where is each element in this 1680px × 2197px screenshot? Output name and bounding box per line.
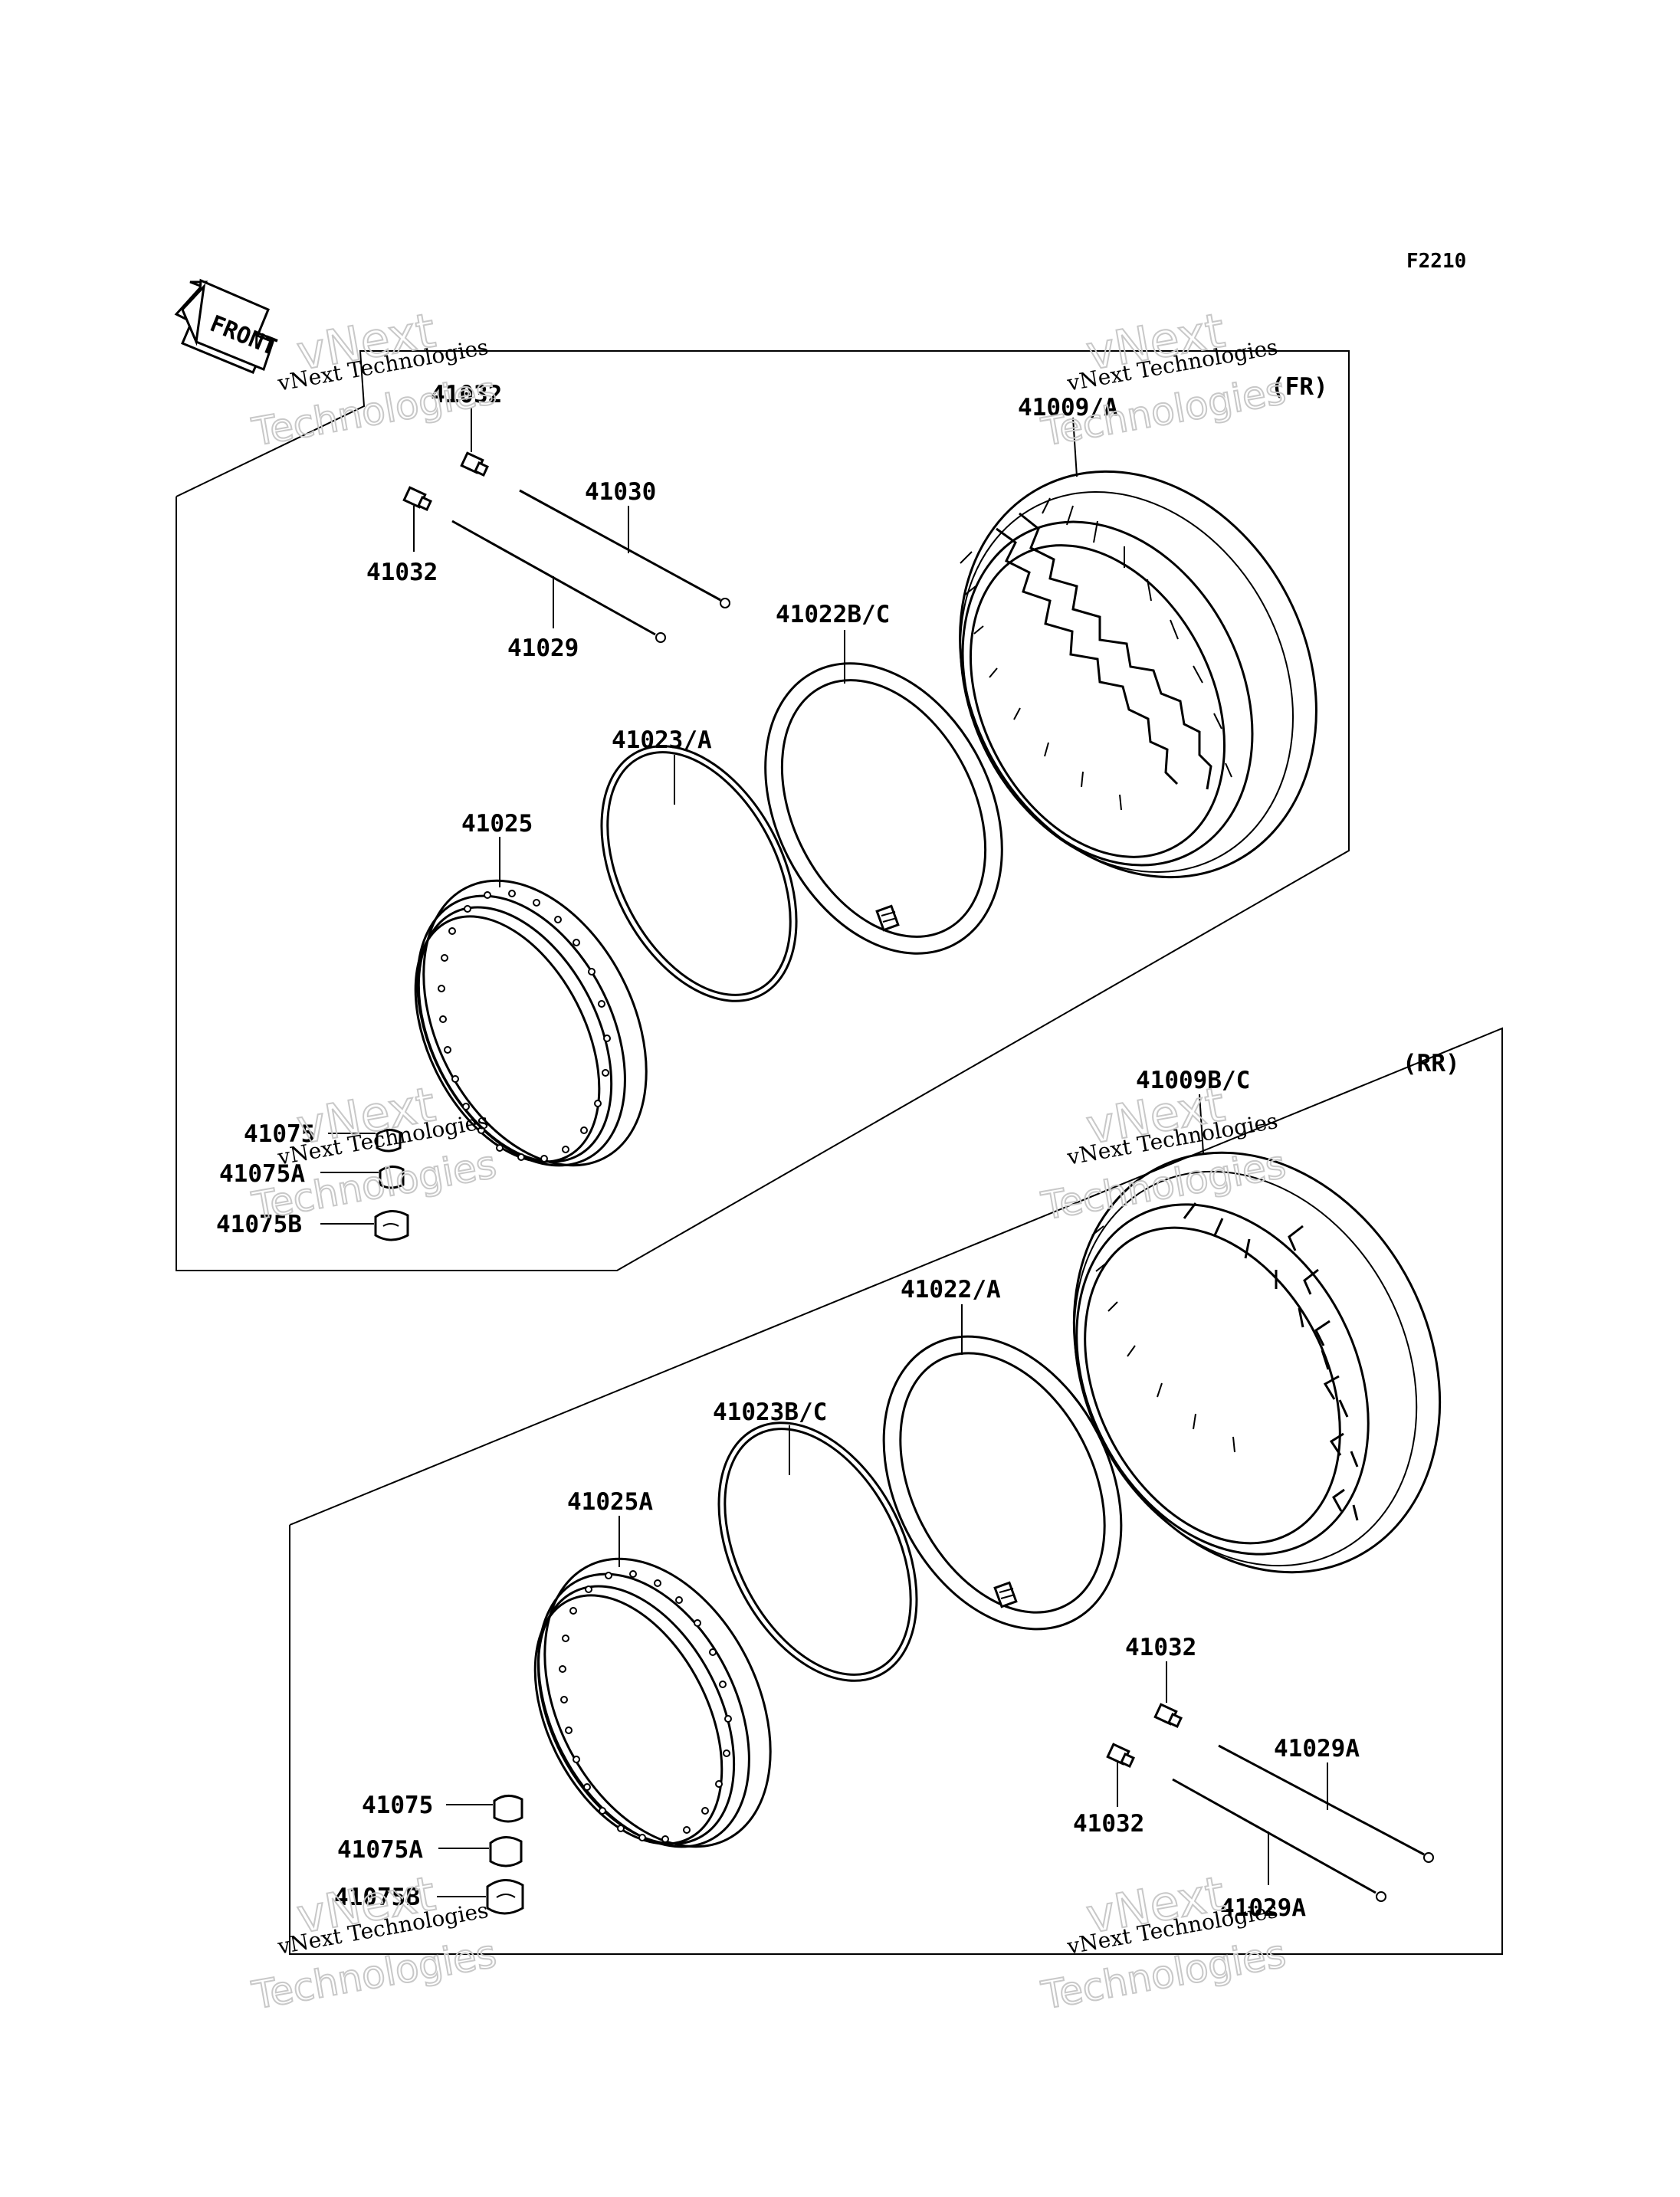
front-rim xyxy=(414,879,648,1167)
rear-nipple-top-icon xyxy=(1153,1703,1183,1728)
front-weight-b-icon xyxy=(374,1210,409,1241)
front-spoke-a-label: 41030 xyxy=(585,478,656,506)
rear-tire-label: 41009B/C xyxy=(1136,1067,1250,1094)
front-nipple-bottom-icon xyxy=(402,486,432,511)
front-rim-band xyxy=(600,745,798,1002)
front-section: (FR) 41009/A 41022B/C xyxy=(176,350,1350,1271)
front-tire-label: 41009/A xyxy=(1018,394,1118,421)
rear-spoke-41029a-upper xyxy=(1218,1744,1434,1863)
front-nipple-bottom-label: 41032 xyxy=(366,559,438,586)
front-nipple-top-label: 41032 xyxy=(431,381,502,408)
rear-tube xyxy=(882,1335,1123,1631)
watermark-top-left: vNext vNext Technologies Technologies xyxy=(248,301,500,455)
front-weight-a-icon xyxy=(379,1166,405,1189)
rear-tube-label: 41022/A xyxy=(901,1276,1001,1303)
watermark-bottom-left: vNext vNext Technologies Technologies xyxy=(248,1864,500,2018)
rear-section-frame xyxy=(289,1027,1503,1955)
rear-nipple-bottom-label: 41032 xyxy=(1073,1810,1144,1838)
rear-nipple-top-label: 41032 xyxy=(1125,1634,1196,1661)
front-spoke-b-label: 41029 xyxy=(507,635,579,662)
rear-spoke-b-label: 41029A xyxy=(1220,1894,1306,1922)
watermark-mid-left: vNext vNext Technologies Technologies xyxy=(248,1075,500,1229)
rear-section-tag: (RR) xyxy=(1403,1050,1460,1077)
diagram-code: F2210 xyxy=(1406,250,1466,273)
rear-weight-b-label: 41075B xyxy=(334,1884,420,1911)
front-arrow-icon: FRONT xyxy=(174,278,281,374)
rear-rim xyxy=(533,1557,772,1848)
front-weight-label: 41075 xyxy=(244,1120,315,1148)
rear-spoke-41029a-lower xyxy=(1172,1778,1386,1902)
front-spoke-41029 xyxy=(451,520,666,643)
rear-weight-a-label: 41075A xyxy=(337,1836,423,1864)
front-section-tag: (FR) xyxy=(1271,373,1328,401)
rear-rim-spoke-holes xyxy=(559,1570,732,1843)
front-tire xyxy=(959,470,1317,879)
rear-nipple-bottom-icon xyxy=(1106,1743,1135,1768)
rear-spoke-a-label: 41029A xyxy=(1274,1735,1360,1763)
front-nipple-top-icon xyxy=(460,451,489,477)
rear-weight-label: 41075 xyxy=(362,1792,433,1819)
front-band-label: 41023/A xyxy=(612,726,712,754)
rear-weight-icon xyxy=(493,1795,523,1823)
front-spoke-41030 xyxy=(519,489,730,608)
front-rim-label: 41025 xyxy=(461,810,533,838)
front-section-frame xyxy=(176,350,1350,1271)
watermark-bottom-right: vNext vNext Technologies Technologies xyxy=(1037,1864,1289,2018)
rear-weight-b-icon xyxy=(486,1879,524,1915)
watermark-top-right: vNext vNext Technologies Technologies xyxy=(1037,301,1289,455)
front-tube-label: 41022B/C xyxy=(776,601,890,628)
front-tube xyxy=(764,662,1003,955)
rear-rim-label: 41025A xyxy=(567,1488,653,1516)
front-weight-icon xyxy=(376,1129,402,1153)
rear-weight-a-icon xyxy=(489,1836,523,1867)
front-rim-spoke-holes xyxy=(438,890,611,1162)
rear-rim-band xyxy=(717,1421,918,1682)
rear-section: (RR) 41009B/C 41022/A 41023 xyxy=(289,1027,1503,1955)
rear-band-label: 41023B/C xyxy=(713,1399,827,1426)
front-weight-a-label: 41075A xyxy=(219,1160,305,1188)
front-weight-b-label: 41075B xyxy=(216,1211,302,1238)
